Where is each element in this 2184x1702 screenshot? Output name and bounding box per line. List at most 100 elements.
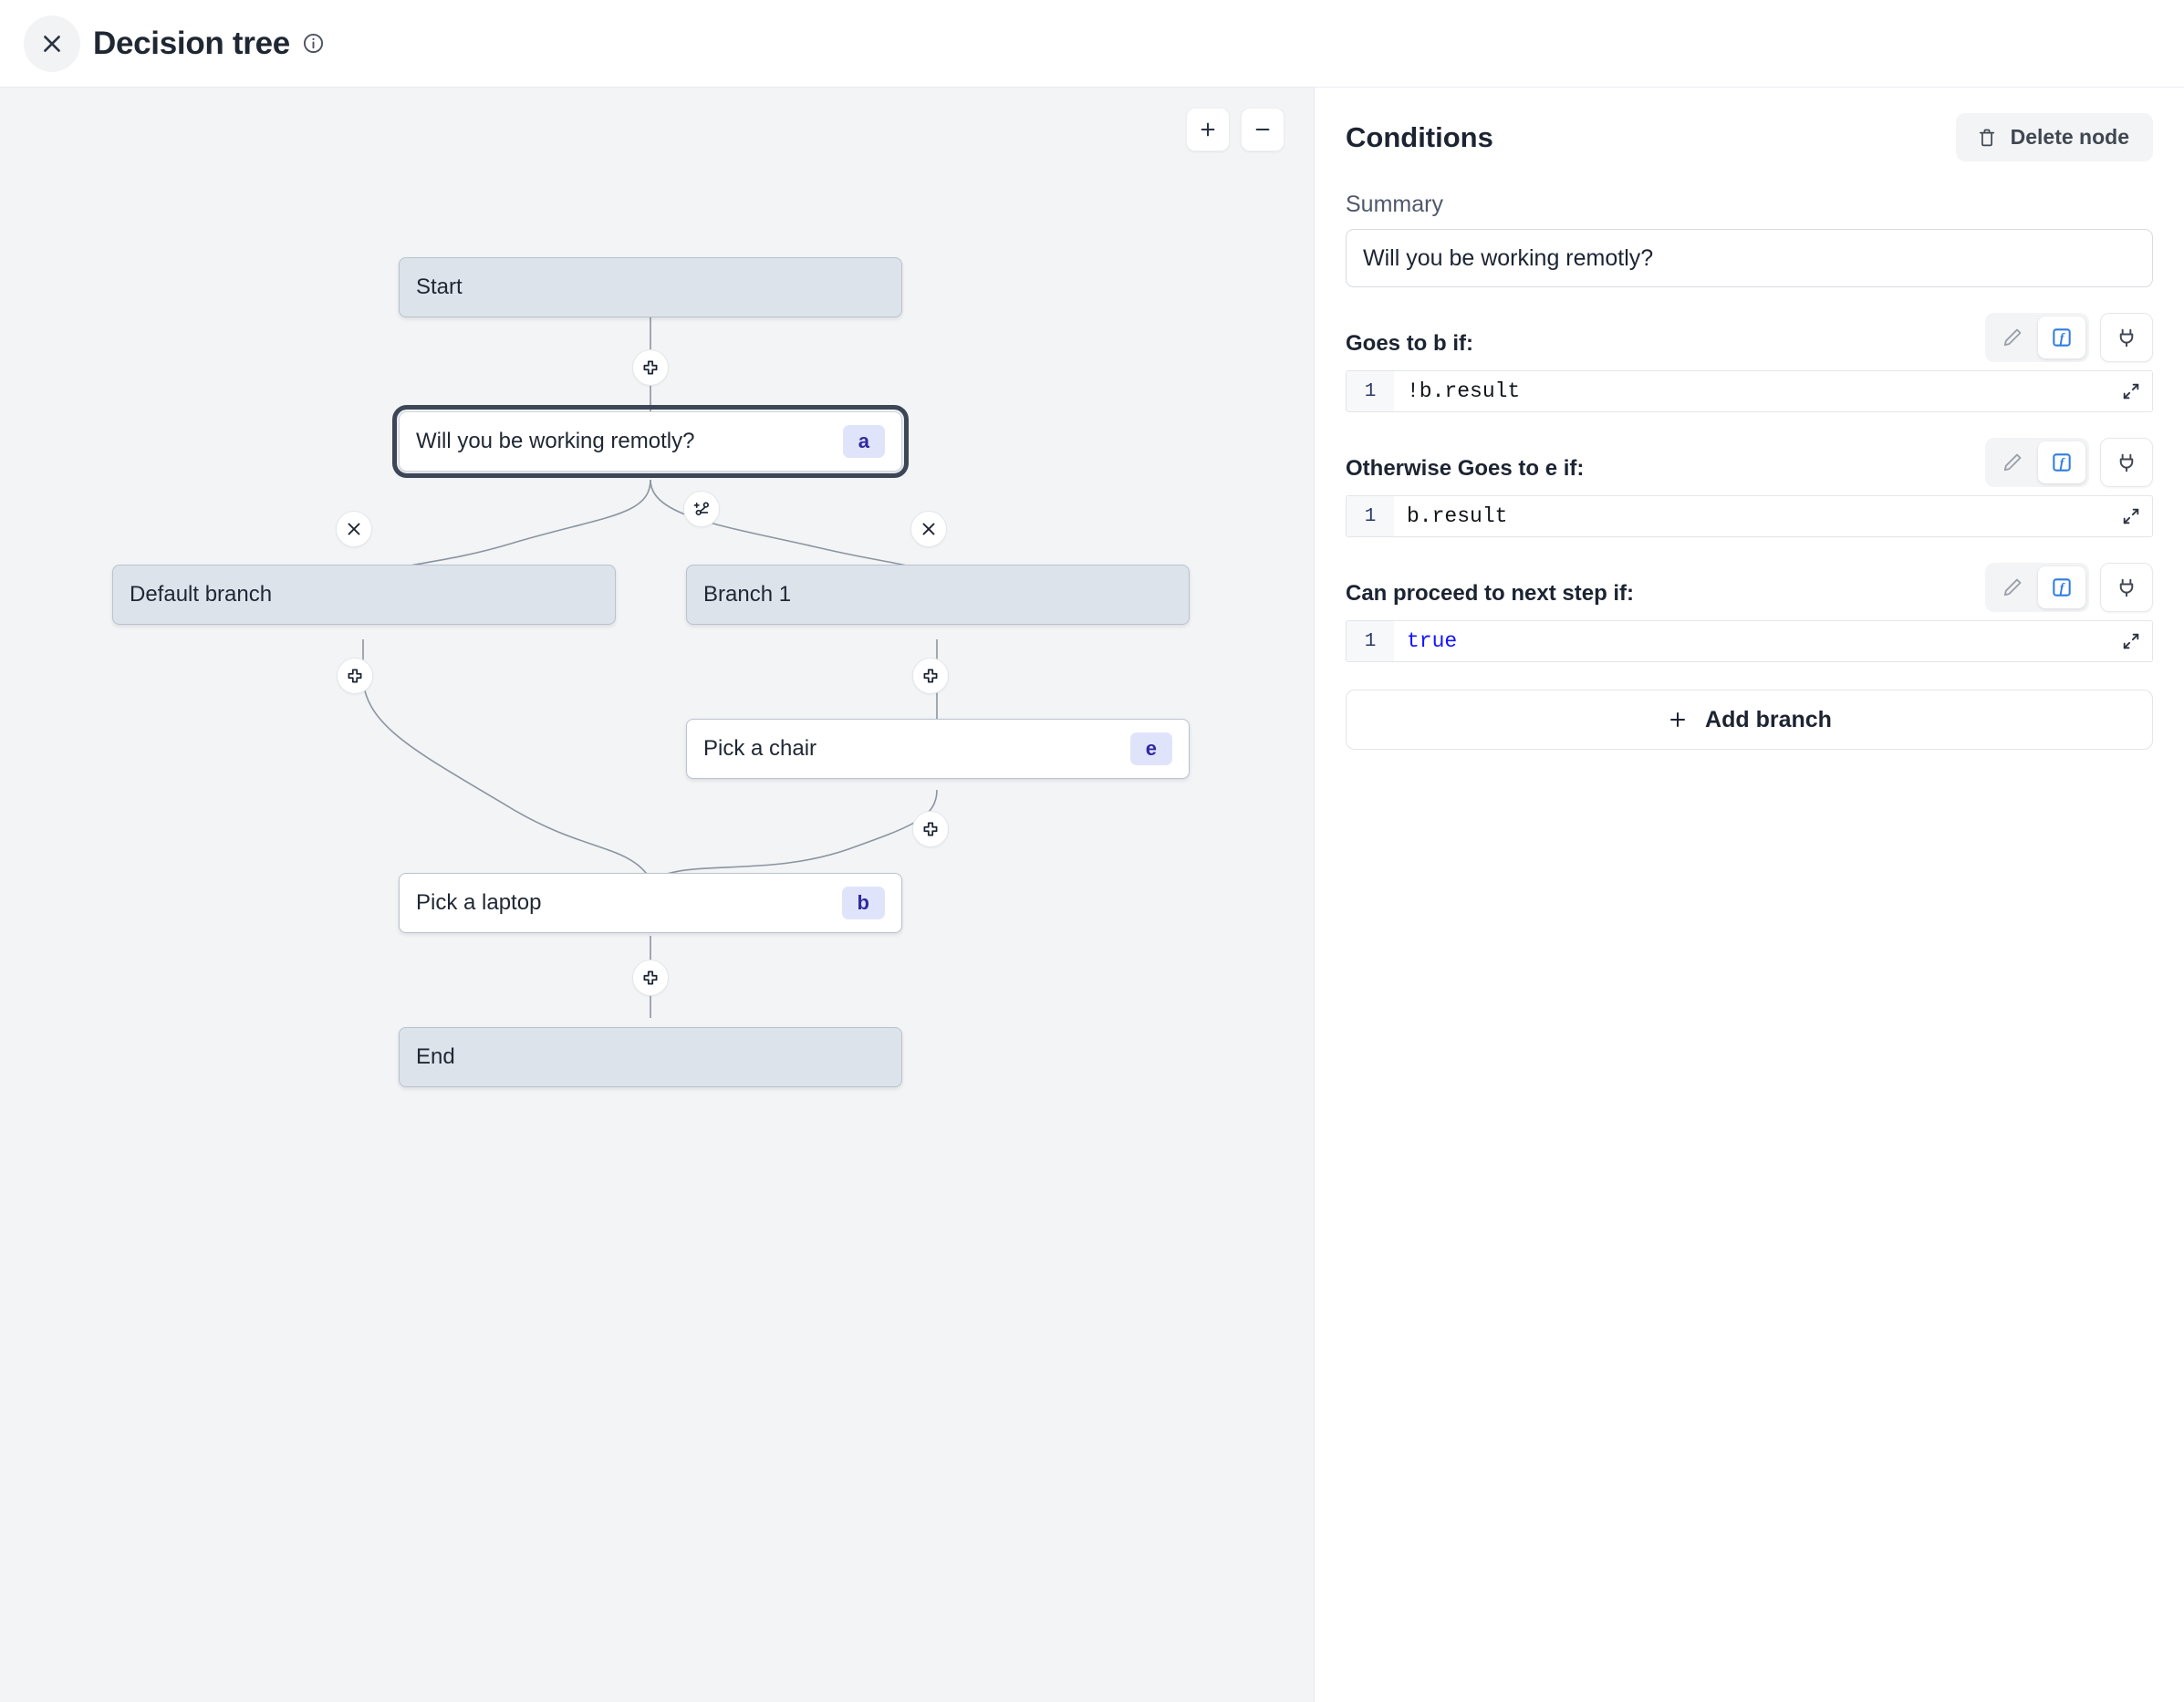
expand-icon — [2123, 633, 2139, 649]
zoom-in-button[interactable] — [1186, 108, 1230, 151]
pencil-icon — [2003, 578, 2022, 597]
condition-row: Goes to b if: f — [1346, 313, 2153, 362]
close-icon — [922, 523, 935, 535]
info-icon[interactable] — [302, 32, 325, 55]
connect-resource-button[interactable] — [2100, 313, 2153, 362]
node-label: Branch 1 — [703, 582, 792, 607]
node-badge: a — [842, 425, 885, 458]
node-will-you-be-working-remotly[interactable]: Will you be working remotly? a — [392, 405, 909, 478]
page-title: Decision tree — [93, 25, 290, 61]
summary-label: Summary — [1346, 192, 1443, 217]
delete-node-button[interactable]: Delete node — [1955, 113, 2153, 161]
plug-icon — [2119, 578, 2134, 597]
node-label: Will you be working remotly? — [416, 429, 695, 453]
node-label: Default branch — [130, 582, 273, 607]
add-step-default-branch-button[interactable] — [337, 658, 373, 694]
editor-mode-toggle: f — [1985, 438, 2089, 487]
edit-mode-button[interactable] — [1989, 566, 2036, 608]
connect-resource-button[interactable] — [2100, 563, 2153, 612]
line-number: 1 — [1347, 621, 1394, 661]
zoom-out-button[interactable] — [1241, 108, 1284, 151]
pencil-icon — [2003, 328, 2022, 347]
expand-editor-button[interactable] — [2110, 621, 2152, 661]
node-badge: b — [841, 887, 885, 919]
code-text[interactable]: true — [1407, 629, 1458, 653]
minus-icon — [1255, 128, 1270, 131]
close-icon — [348, 523, 360, 535]
condition-row: Can proceed to next step if: f — [1346, 563, 2153, 612]
condition-row: Otherwise Goes to e if: f — [1346, 438, 2153, 487]
condition-block-otherwise-goes-to-e: Otherwise Goes to e if: f — [1346, 438, 2153, 537]
plus-icon — [348, 669, 362, 683]
edit-mode-button[interactable] — [1989, 441, 2036, 483]
function-mode-button[interactable]: f — [2038, 441, 2085, 483]
panel-header: Conditions Delete node — [1346, 113, 2153, 161]
node-badge: e — [1129, 732, 1172, 765]
add-step-after-chair-button[interactable] — [912, 811, 949, 847]
function-icon: f — [2053, 328, 2071, 347]
panel-title: Conditions — [1346, 120, 1493, 153]
condition-block-can-proceed: Can proceed to next step if: f — [1346, 563, 2153, 662]
condition-label: Goes to b if: — [1346, 331, 1473, 356]
plus-icon — [643, 970, 658, 985]
editor-mode-toggle: f — [1985, 313, 2089, 362]
flow-canvas[interactable]: Start Will you be working remotly? a Def… — [0, 88, 1315, 1702]
function-mode-button[interactable]: f — [2038, 317, 2085, 358]
plus-icon — [923, 669, 938, 683]
add-branch-handle-button[interactable] — [683, 491, 720, 527]
add-step-branch-1-button[interactable] — [912, 658, 949, 694]
node-end[interactable]: End — [399, 1027, 902, 1087]
editor-mode-toggle: f — [1985, 563, 2089, 612]
pencil-icon — [2003, 453, 2022, 472]
add-step-before-end-button[interactable] — [632, 960, 669, 996]
line-number: 1 — [1347, 371, 1394, 411]
code-text[interactable]: !b.result — [1407, 379, 1521, 403]
add-branch-label: Add branch — [1705, 706, 1832, 732]
plug-icon — [2119, 328, 2134, 348]
condition-label: Otherwise Goes to e if: — [1346, 456, 1585, 481]
trash-icon — [1979, 129, 1994, 146]
edit-mode-button[interactable] — [1989, 317, 2036, 358]
body-split: Start Will you be working remotly? a Def… — [0, 88, 2184, 1702]
add-step-after-start-button[interactable] — [632, 349, 669, 386]
code-editor[interactable]: 1 true — [1346, 620, 2153, 662]
summary-input[interactable] — [1346, 229, 2153, 287]
code-editor[interactable]: 1 !b.result — [1346, 370, 2153, 412]
node-label: Start — [416, 275, 463, 299]
condition-tools: f — [1985, 313, 2153, 362]
connect-resource-button[interactable] — [2100, 438, 2153, 487]
title-wrap: Decision tree — [93, 26, 325, 62]
node-pick-a-laptop[interactable]: Pick a laptop b — [399, 873, 902, 933]
node-start[interactable]: Start — [399, 257, 902, 317]
conditions-panel: Conditions Delete node Summary Goes to b… — [1315, 88, 2184, 1702]
branch-plus-icon — [693, 502, 709, 516]
line-number: 1 — [1347, 496, 1394, 536]
plus-icon — [1670, 712, 1686, 727]
svg-text:f: f — [2060, 581, 2066, 596]
remove-branch-1-button[interactable] — [910, 511, 947, 547]
function-icon: f — [2053, 453, 2071, 472]
close-button[interactable] — [24, 15, 80, 72]
node-branch-1[interactable]: Branch 1 — [686, 565, 1190, 625]
expand-editor-button[interactable] — [2110, 371, 2152, 411]
add-branch-button[interactable]: Add branch — [1346, 690, 2153, 750]
condition-tools: f — [1985, 438, 2153, 487]
expand-editor-button[interactable] — [2110, 496, 2152, 536]
condition-label: Can proceed to next step if: — [1346, 581, 1635, 606]
node-pick-a-chair[interactable]: Pick a chair e — [686, 719, 1190, 779]
close-icon — [44, 35, 60, 52]
node-label: Pick a laptop — [416, 890, 542, 915]
app-header: Decision tree — [0, 0, 2184, 88]
remove-default-branch-button[interactable] — [336, 511, 372, 547]
code-editor[interactable]: 1 b.result — [1346, 495, 2153, 537]
function-mode-button[interactable]: f — [2038, 566, 2085, 608]
node-default-branch[interactable]: Default branch — [112, 565, 616, 625]
plus-icon — [923, 822, 938, 836]
expand-icon — [2123, 508, 2139, 524]
node-label: End — [416, 1044, 455, 1069]
code-text[interactable]: b.result — [1407, 504, 1508, 528]
condition-tools: f — [1985, 563, 2153, 612]
plug-icon — [2119, 453, 2134, 472]
expand-icon — [2123, 383, 2139, 400]
node-label: Pick a chair — [703, 736, 817, 761]
